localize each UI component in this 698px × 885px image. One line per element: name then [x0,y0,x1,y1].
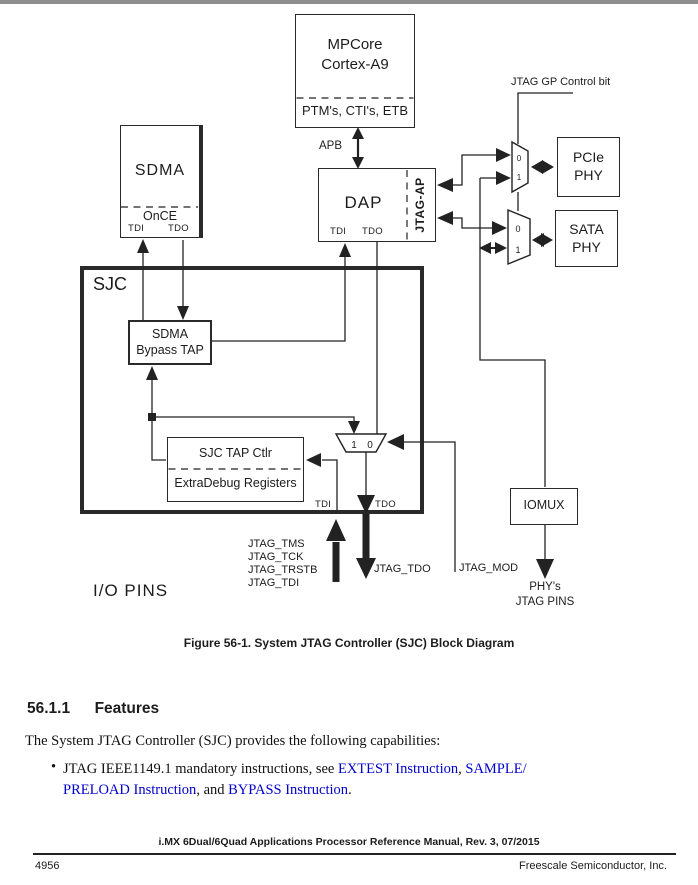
dashed-separators [121,97,414,470]
sjctap-line1: SJC TAP Ctlr [199,446,272,460]
mpcore-sub: PTM's, CTI's, ETB [301,103,409,118]
tdo-mux-port-0: 0 [367,440,373,451]
dap-tdi-label: TDI [330,226,347,237]
diagram-wire-layer: 1 0 0 1 0 1 [121,92,573,582]
pcie-mux-shape [511,140,529,194]
sdma-sub: OnCE [142,209,178,223]
wire-junction-dot [148,413,156,421]
jtag-trstb-label: JTAG_TRSTB [248,564,318,576]
sample-preload-link-part2[interactable]: PRELOAD Instruction [63,782,197,798]
section-intro: The System JTAG Controller (SJC) provide… [25,733,441,749]
jtag-tdi-label: JTAG_TDI [248,577,300,589]
bypass-line1: SDMA [151,327,189,341]
sjc-box-title: SJC [93,274,128,294]
jtag-tms-label: JTAG_TMS [248,538,305,550]
figure-caption: Figure 56-1. System JTAG Controller (SJC… [183,636,515,650]
dap-box: DAP [318,168,436,242]
sdma-title: SDMA [134,162,186,179]
jtag-gp-control-label: JTAG GP Control bit [511,76,611,88]
sdma-bypass-tap-box: SDMA Bypass TAP [128,320,212,365]
mpcore-line2: Cortex-A9 [321,56,389,73]
sjc-tdo-label: TDO [375,499,396,510]
phys-jtag-pins-label: PHY's JTAG PINS [503,580,587,609]
mpcore-box: MPCore Cortex-A9 PTM's, CTI's, ETB [295,14,415,128]
bullet-text: JTAG IEEE1149.1 mandatory instructions, … [63,761,338,777]
sjc-block-diagram: SJC MPCore Cortex-A9 PTM's, CTI's, ETB S… [80,14,620,609]
tdo-mux-shape [334,433,388,453]
sjc-tdi-label: TDI [315,499,332,510]
jtag-tdo-label: JTAG_TDO [374,563,431,575]
phys-line2: JTAG PINS [515,595,575,608]
pcie-line1: PCIe [572,149,605,165]
jtag-tck-label: JTAG_TCK [248,551,304,563]
section-heading: 56.1.1 Features [27,700,159,718]
bullet-item: JTAG IEEE1149.1 mandatory instructions, … [63,759,669,801]
bullet-text: , and [196,782,229,798]
bullet-text: . [348,782,352,798]
sata-mux-shape [507,208,531,266]
iomux-title: IOMUX [523,498,565,512]
dap-tdo-label: TDO [362,226,383,237]
sata-mux-port-0: 0 [515,224,520,234]
bypass-instruction-link[interactable]: BYPASS Instruction [228,782,349,798]
bullet-marker: • [51,759,57,775]
mpcore-line1: MPCore [327,36,383,53]
iomux-box: IOMUX [510,488,578,525]
pcie-mux-port-1: 1 [517,173,522,182]
sata-line2: PHY [572,239,601,255]
footer-page-number: 4956 [35,860,60,872]
sata-line1: SATA [569,221,604,237]
sample-preload-link-part1[interactable]: SAMPLE/ [465,761,527,777]
mux-port-labels: 1 0 0 1 0 1 [351,154,522,451]
sdma-tdi-label: TDI [128,223,145,234]
io-pins-label: I/O PINS [93,581,169,600]
footer-manual-title: i.MX 6Dual/6Quad Applications Processor … [158,836,540,848]
arrowheads [137,127,554,579]
bypass-line2: Bypass TAP [136,343,204,357]
bullet-text: , [458,761,466,777]
section-title: Features [94,700,160,717]
tdo-mux-port-1: 1 [351,440,357,451]
phys-line1: PHY's [529,581,561,593]
page-top-border [0,0,698,4]
sjctap-line2: ExtraDebug Registers [174,476,297,490]
pcie-phy-box: PCIe PHY [557,137,620,197]
footer-company: Freescale Semiconductor, Inc. [519,860,667,872]
dap-title: DAP [344,193,383,212]
pcie-line2: PHY [574,167,603,183]
sata-mux-port-1: 1 [515,245,520,255]
sata-phy-box: SATA PHY [555,210,618,267]
footer-rule [33,853,676,855]
apb-label: APB [319,140,343,152]
jtag-mod-label: JTAG_MOD [459,562,519,574]
pcie-mux-port-0: 0 [517,154,522,163]
section-number: 56.1.1 [27,700,71,717]
wires [142,92,573,582]
sdma-box: SDMA OnCE [120,125,203,238]
mux-shapes [334,140,531,453]
sdma-tdo-label: TDO [168,223,189,234]
extest-instruction-link[interactable]: EXTEST Instruction [337,761,459,777]
